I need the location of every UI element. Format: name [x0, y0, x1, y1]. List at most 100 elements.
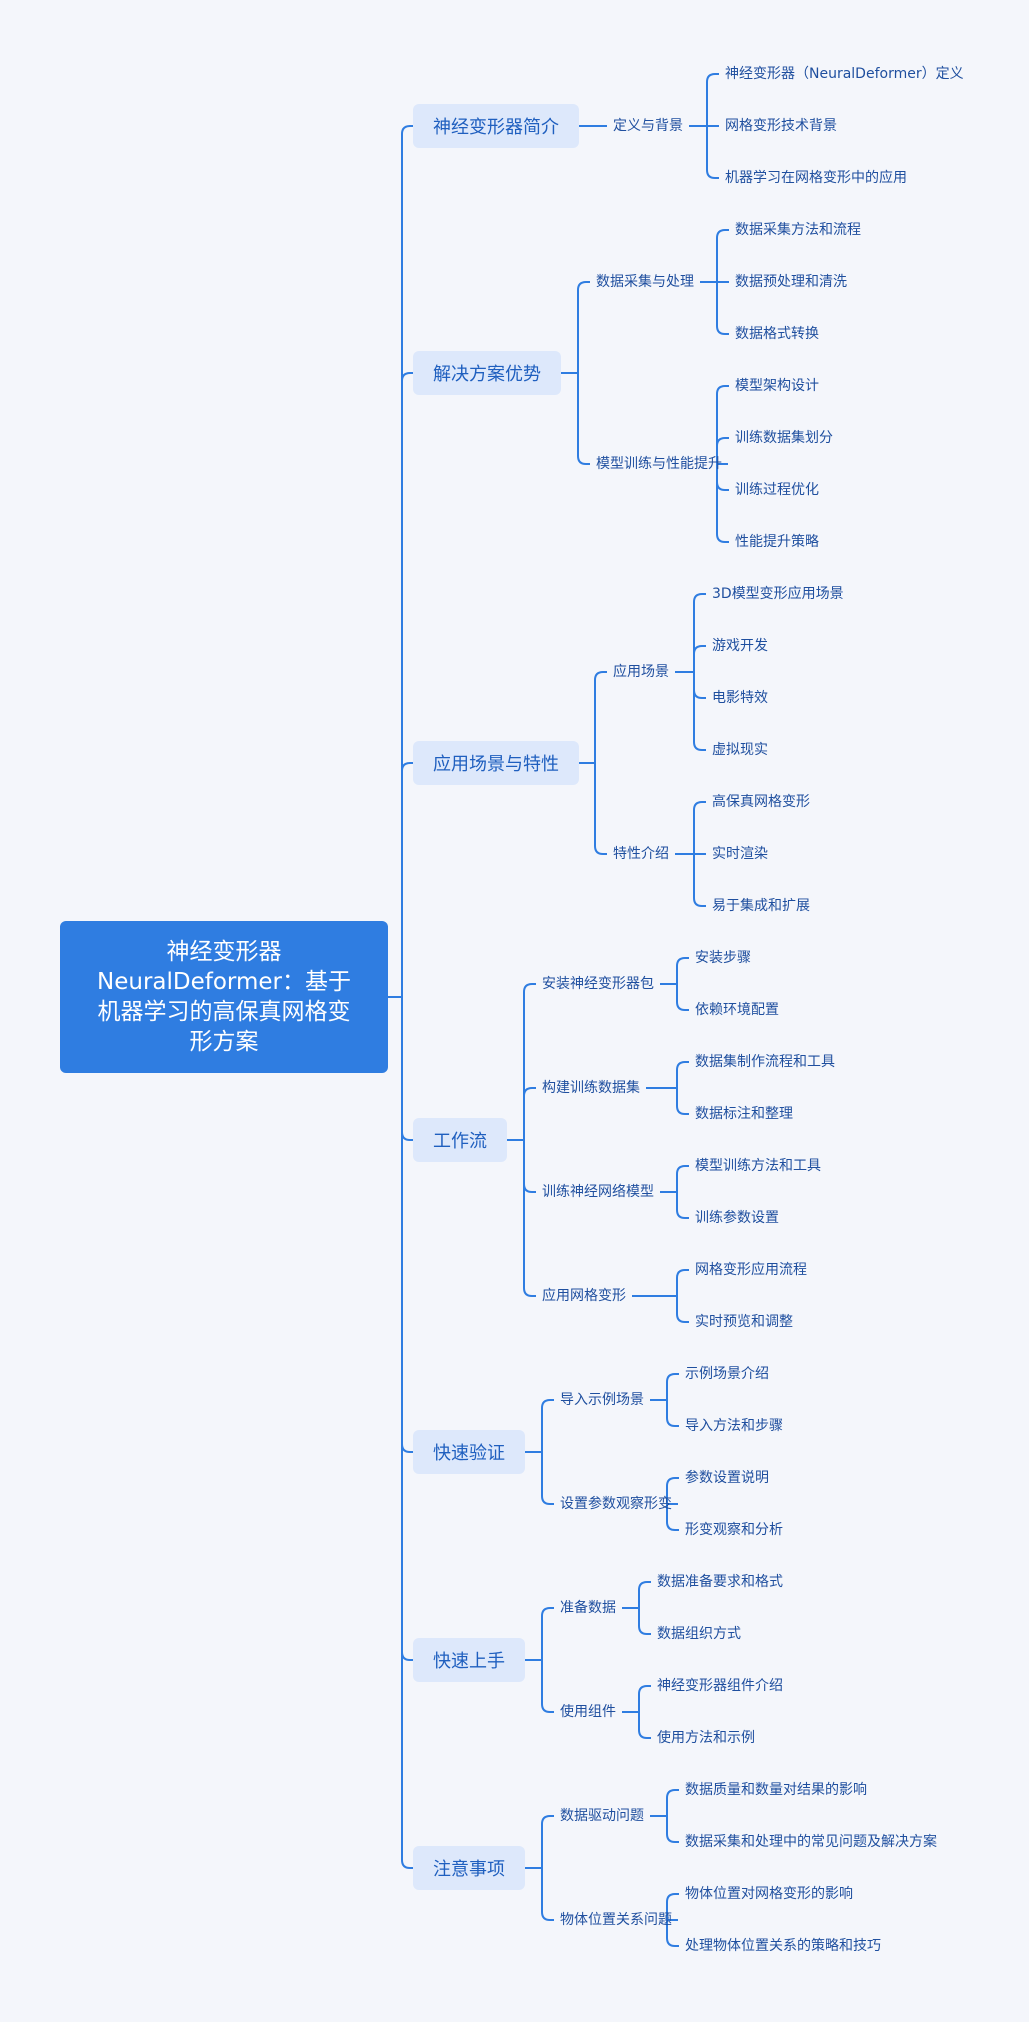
connector-line: [401, 997, 413, 1453]
connector-line: [676, 984, 689, 1011]
connector-line: [676, 1269, 689, 1296]
connector-line: [666, 1816, 679, 1843]
mindmap-subtopic-node[interactable]: 应用网格变形: [542, 1288, 626, 1304]
connector-line: [577, 281, 590, 373]
mindmap-subtopic-node[interactable]: 数据驱动问题: [560, 1808, 644, 1824]
mindmap-leaf-node[interactable]: 电影特效: [712, 690, 768, 706]
connector-line: [666, 1400, 679, 1427]
mindmap-leaf-node[interactable]: 训练数据集划分: [735, 430, 833, 446]
connector-line: [401, 997, 413, 1141]
connector-line: [676, 1061, 689, 1088]
mindmap-leaf-node[interactable]: 高保真网格变形: [712, 794, 810, 810]
connector-line: [706, 126, 719, 179]
mindmap-subtopic-node[interactable]: 使用组件: [560, 1704, 616, 1720]
mindmap-branch-node[interactable]: 工作流: [413, 1118, 507, 1162]
mindmap-leaf-node[interactable]: 数据预处理和清洗: [735, 274, 847, 290]
connector-line: [594, 671, 607, 763]
connector-line: [638, 1581, 651, 1608]
mindmap-leaf-node[interactable]: 性能提升策略: [735, 534, 819, 550]
mindmap-leaf-node[interactable]: 数据质量和数量对结果的影响: [685, 1782, 867, 1798]
mindmap-subtopic-node[interactable]: 特性介绍: [613, 846, 669, 862]
mindmap-subtopic-node[interactable]: 物体位置关系问题: [560, 1912, 672, 1928]
mindmap-leaf-node[interactable]: 数据准备要求和格式: [657, 1574, 783, 1590]
mindmap-branch-node[interactable]: 快速上手: [413, 1638, 525, 1682]
mindmap-leaf-node[interactable]: 数据组织方式: [657, 1626, 741, 1642]
connector-line: [666, 1920, 679, 1947]
mindmap-leaf-node[interactable]: 数据采集和处理中的常见问题及解决方案: [685, 1834, 937, 1850]
connector-line: [706, 73, 719, 126]
mindmap-leaf-node[interactable]: 神经变形器（NeuralDeformer）定义: [725, 66, 964, 82]
mindmap-subtopic-node[interactable]: 安装神经变形器包: [542, 976, 654, 992]
mindmap-subtopic-node[interactable]: 训练神经网络模型: [542, 1184, 654, 1200]
connector-line: [401, 125, 413, 997]
connector-line: [541, 1815, 554, 1868]
connector-line: [541, 1452, 554, 1505]
mindmap-leaf-node[interactable]: 实时预览和调整: [695, 1314, 793, 1330]
connector-line: [523, 1087, 536, 1140]
mindmap-leaf-node[interactable]: 神经变形器组件介绍: [657, 1678, 783, 1694]
connector-line: [693, 672, 706, 751]
mindmap-leaf-node[interactable]: 形变观察和分析: [685, 1522, 783, 1538]
mindmap-leaf-node[interactable]: 使用方法和示例: [657, 1730, 755, 1746]
mindmap-leaf-node[interactable]: 虚拟现实: [712, 742, 768, 758]
mindmap-leaf-node[interactable]: 训练过程优化: [735, 482, 819, 498]
mindmap-branch-node[interactable]: 应用场景与特性: [413, 741, 579, 785]
connector-line: [523, 1140, 536, 1193]
mindmap-leaf-node[interactable]: 机器学习在网格变形中的应用: [725, 170, 907, 186]
connector-line: [676, 957, 689, 984]
mindmap-subtopic-node[interactable]: 应用场景: [613, 664, 669, 680]
mindmap-leaf-node[interactable]: 3D模型变形应用场景: [712, 586, 844, 602]
mindmap-leaf-node[interactable]: 模型训练方法和工具: [695, 1158, 821, 1174]
mindmap-leaf-node[interactable]: 易于集成和扩展: [712, 898, 810, 914]
mindmap-leaf-node[interactable]: 处理物体位置关系的策略和技巧: [685, 1938, 881, 1954]
mindmap-leaf-node[interactable]: 数据标注和整理: [695, 1106, 793, 1122]
mindmap-subtopic-node[interactable]: 定义与背景: [613, 118, 683, 134]
mindmap-subtopic-node[interactable]: 模型训练与性能提升: [596, 456, 722, 472]
mindmap-leaf-node[interactable]: 游戏开发: [712, 638, 768, 654]
connector-line: [693, 645, 706, 672]
connector-line: [716, 437, 729, 464]
mindmap-leaf-node[interactable]: 实时渲染: [712, 846, 768, 862]
mindmap-leaf-node[interactable]: 依赖环境配置: [695, 1002, 779, 1018]
mindmap-subtopic-node[interactable]: 导入示例场景: [560, 1392, 644, 1408]
connector-line: [693, 672, 706, 699]
connector-line: [594, 763, 607, 855]
connector-line: [693, 854, 706, 907]
mindmap-branch-node[interactable]: 快速验证: [413, 1430, 525, 1474]
root-node[interactable]: 神经变形器 NeuralDeformer：基于 机器学习的高保真网格变 形方案: [60, 921, 388, 1073]
mindmap-subtopic-node[interactable]: 设置参数观察形变: [560, 1496, 672, 1512]
connector-line: [666, 1477, 679, 1504]
mindmap-leaf-node[interactable]: 安装步骤: [695, 950, 751, 966]
mindmap-leaf-node[interactable]: 数据采集方法和流程: [735, 222, 861, 238]
mindmap-branch-node[interactable]: 注意事项: [413, 1846, 525, 1890]
mindmap-branch-node[interactable]: 解决方案优势: [413, 351, 561, 395]
connector-line: [676, 1165, 689, 1192]
mindmap-subtopic-node[interactable]: 准备数据: [560, 1600, 616, 1616]
mindmap-leaf-node[interactable]: 示例场景介绍: [685, 1366, 769, 1382]
connector-line: [666, 1893, 679, 1920]
connector-line: [541, 1607, 554, 1660]
mindmap-subtopic-node[interactable]: 构建训练数据集: [542, 1080, 640, 1096]
mindmap-subtopic-node[interactable]: 数据采集与处理: [596, 274, 694, 290]
root-line: 神经变形器: [166, 939, 282, 965]
connector-line: [638, 1712, 651, 1739]
mindmap-leaf-node[interactable]: 模型架构设计: [735, 378, 819, 394]
mindmap-branch-node[interactable]: 神经变形器简介: [413, 104, 579, 148]
mindmap-leaf-node[interactable]: 数据格式转换: [735, 326, 819, 342]
connector-line: [676, 1296, 689, 1323]
mindmap-leaf-node[interactable]: 导入方法和步骤: [685, 1418, 783, 1434]
mindmap-leaf-node[interactable]: 训练参数设置: [695, 1210, 779, 1226]
mindmap-leaf-node[interactable]: 网格变形应用流程: [695, 1262, 807, 1278]
connector-line: [401, 372, 413, 997]
mindmap-leaf-node[interactable]: 参数设置说明: [685, 1470, 769, 1486]
connector-line: [638, 1608, 651, 1635]
connector-line: [716, 385, 729, 464]
root-node-title: 神经变形器 NeuralDeformer：基于 机器学习的高保真网格变 形方案: [97, 937, 351, 1057]
mindmap-leaf-node[interactable]: 网格变形技术背景: [725, 118, 837, 134]
connector-line: [541, 1399, 554, 1452]
connector-line: [716, 282, 729, 335]
root-line: NeuralDeformer：基于: [97, 969, 351, 995]
mindmap-leaf-node[interactable]: 数据集制作流程和工具: [695, 1054, 835, 1070]
mindmap-leaf-node[interactable]: 物体位置对网格变形的影响: [685, 1886, 853, 1902]
connector-line: [666, 1373, 679, 1400]
